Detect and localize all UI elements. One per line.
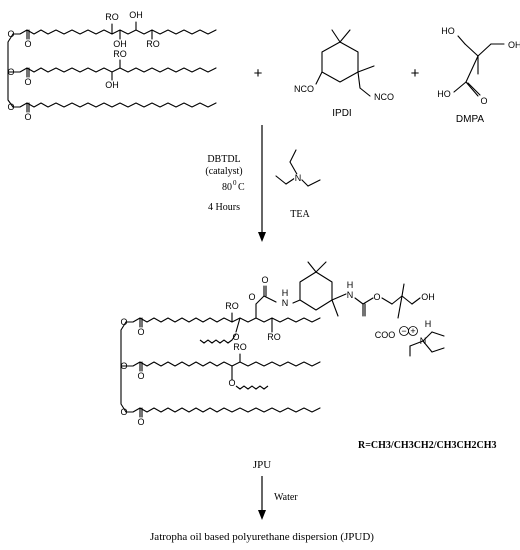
atom-o: O bbox=[120, 317, 127, 327]
fatty-chain-1 bbox=[12, 29, 217, 35]
atom-o: O bbox=[228, 378, 235, 388]
fatty-chain-3 bbox=[125, 407, 321, 413]
atom-ho: HO bbox=[437, 89, 451, 99]
atom-o: O bbox=[7, 67, 14, 77]
plus-sign: + bbox=[254, 65, 263, 82]
temperature-unit: C bbox=[238, 182, 245, 193]
atom-h: H bbox=[282, 288, 289, 298]
reaction-time: 4 Hours bbox=[208, 202, 240, 213]
temperature-sup: 0 bbox=[233, 179, 237, 187]
catalyst-name: DBTDL bbox=[207, 154, 240, 165]
atom-o: O bbox=[137, 371, 144, 381]
atom-oh: OH bbox=[508, 40, 520, 50]
atom-ro: RO bbox=[233, 342, 247, 352]
dmpa-structure: HO OH HO O DMPA bbox=[437, 26, 520, 125]
atom-nh: N bbox=[347, 290, 354, 300]
charge-plus: + bbox=[410, 326, 415, 336]
polymer-link-wavy bbox=[199, 339, 233, 344]
final-product-name: Jatropha oil based polyurethane dispersi… bbox=[150, 531, 374, 543]
atom-o: O bbox=[120, 361, 127, 371]
temperature-value: 80 bbox=[222, 182, 232, 193]
atom-ro: RO bbox=[267, 332, 281, 342]
atom-o: O bbox=[480, 96, 487, 106]
fatty-chain-3 bbox=[12, 102, 217, 108]
atom-nco: NCO bbox=[374, 92, 394, 102]
jatropha-oil-structure: O O RO OH OH RO O O RO OH O O bbox=[7, 10, 217, 122]
catalyst-note: (catalyst) bbox=[205, 166, 242, 177]
reaction-step-2: Water bbox=[258, 476, 298, 520]
atom-o: O bbox=[7, 102, 14, 112]
atom-coo: COO bbox=[375, 330, 396, 340]
atom-o: O bbox=[137, 327, 144, 337]
atom-h: H bbox=[347, 280, 354, 290]
atom-nco: NCO bbox=[294, 84, 314, 94]
fatty-chain-2 bbox=[7, 67, 217, 73]
atom-o: O bbox=[7, 29, 14, 39]
atom-nh: N bbox=[282, 298, 289, 308]
atom-oh: OH bbox=[129, 10, 143, 20]
dispersion-reagent: Water bbox=[274, 492, 298, 503]
atom-o: O bbox=[24, 39, 31, 49]
ipdi-ring bbox=[321, 41, 359, 83]
atom-oh: OH bbox=[421, 292, 435, 302]
base-label: TEA bbox=[290, 209, 310, 220]
polymer-link-wavy bbox=[235, 385, 269, 390]
ipdi-ring bbox=[299, 271, 333, 311]
atom-ro: RO bbox=[146, 39, 160, 49]
dmpa-label: DMPA bbox=[456, 114, 484, 125]
atom-o: O bbox=[137, 417, 144, 427]
jpu-label: JPU bbox=[253, 459, 271, 471]
atom-o: O bbox=[24, 112, 31, 122]
jpu-structure: O N H N H O OH COO − + N H bbox=[120, 261, 445, 427]
plus-sign: + bbox=[411, 65, 420, 82]
ipdi-label: IPDI bbox=[332, 108, 351, 119]
fatty-chain-2 bbox=[120, 361, 321, 367]
reaction-step-1: DBTDL (catalyst) 80 0 C 4 Hours N TEA bbox=[205, 125, 321, 242]
fatty-chain-1 bbox=[125, 317, 321, 323]
atom-ro: RO bbox=[113, 49, 127, 59]
atom-oh: OH bbox=[105, 80, 119, 90]
atom-o: O bbox=[120, 407, 127, 417]
atom-oh: OH bbox=[113, 39, 127, 49]
atom-o: O bbox=[24, 77, 31, 87]
atom-ho: HO bbox=[441, 26, 455, 36]
atom-ro: RO bbox=[105, 12, 119, 22]
atom-o: O bbox=[373, 292, 380, 302]
atom-n: N bbox=[420, 336, 427, 346]
tea-structure: N bbox=[275, 149, 321, 187]
ipdi-structure: NCO NCO IPDI bbox=[294, 29, 394, 119]
atom-o: O bbox=[261, 275, 268, 285]
r-group-definition: R=CH3/CH3CH2/CH3CH2CH3 bbox=[358, 440, 496, 451]
atom-h: H bbox=[425, 319, 432, 329]
atom-o: O bbox=[248, 292, 255, 302]
atom-ro: RO bbox=[225, 301, 239, 311]
charge-minus: − bbox=[401, 326, 406, 336]
atom-n: N bbox=[295, 173, 302, 183]
atom-o: O bbox=[232, 332, 239, 342]
